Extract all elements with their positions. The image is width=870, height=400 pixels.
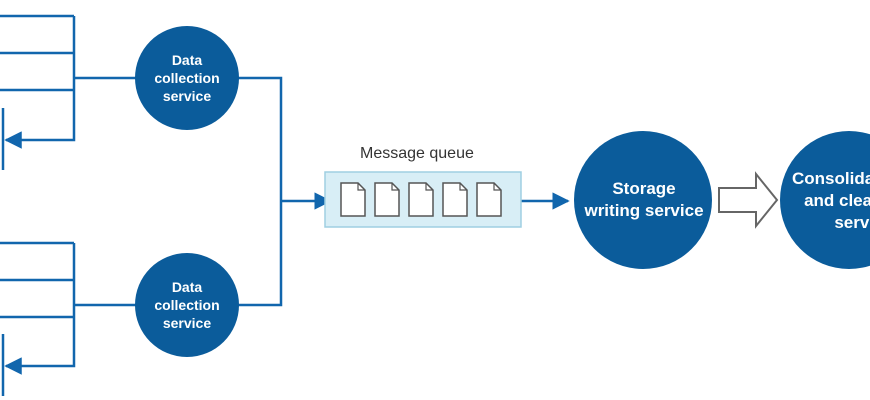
storage-node <box>574 131 712 269</box>
message-document-icon <box>340 182 366 217</box>
collector-bottom-node <box>135 253 239 357</box>
consolidation-node <box>780 131 870 269</box>
top-device-connector <box>0 14 138 170</box>
message-queue-title: Message queue <box>360 145 474 162</box>
message-document-icon <box>442 182 468 217</box>
message-document-fold <box>493 183 501 191</box>
message-document-fold <box>391 183 399 191</box>
message-document-fold <box>357 183 365 191</box>
bottom-device-connector <box>0 241 138 396</box>
collector-top-node <box>135 26 239 130</box>
message-document-fold <box>425 183 433 191</box>
message-document-icon <box>476 182 502 217</box>
message-queue-documents <box>340 182 502 217</box>
collector-to-queue-connector <box>238 76 332 307</box>
message-document-icon <box>374 182 400 217</box>
hollow-block-arrow <box>718 171 779 229</box>
message-document-fold <box>459 183 467 191</box>
message-document-icon <box>408 182 434 217</box>
